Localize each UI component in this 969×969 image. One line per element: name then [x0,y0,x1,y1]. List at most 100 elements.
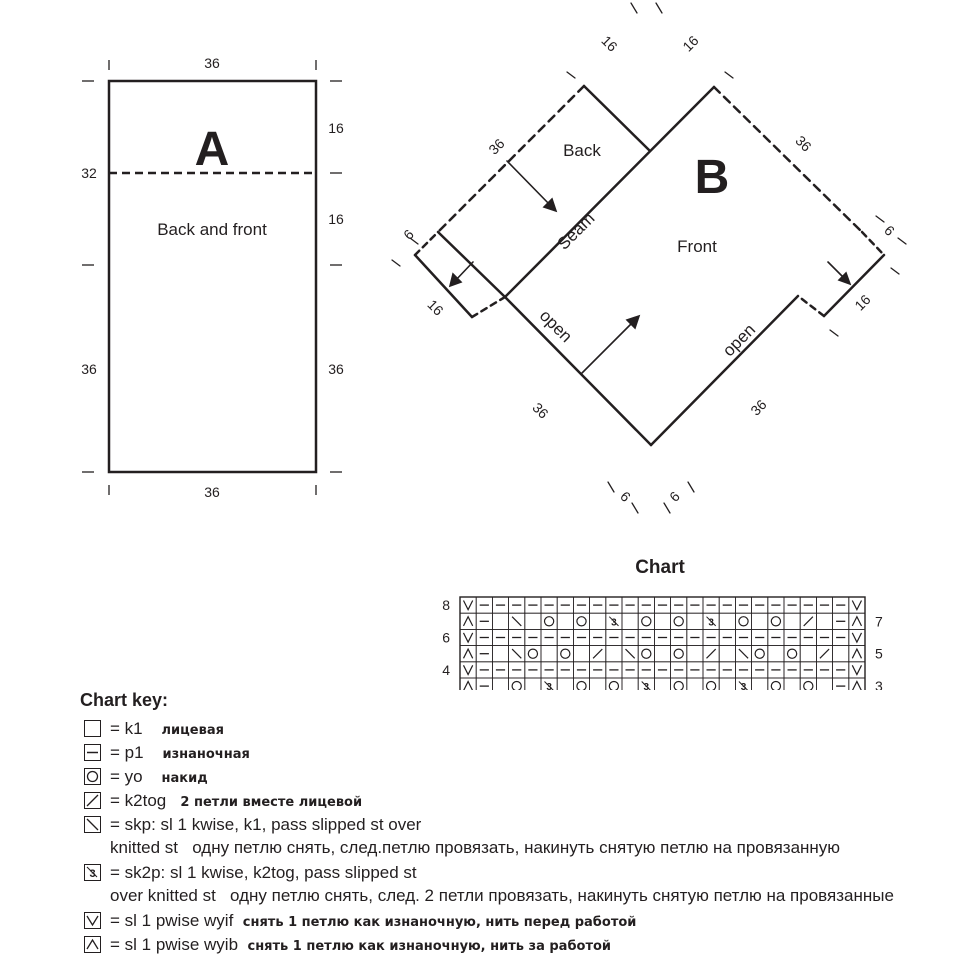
chart-cell [540,596,558,614]
chart-cell [735,645,753,663]
b-edge-lower-left [503,295,653,447]
chart-cell [816,612,834,630]
key-text-p1: = p1 [110,743,144,762]
svg-text:3: 3 [611,617,617,628]
dim-b-foot-right: 6 [666,488,683,505]
chart-cell [767,612,785,630]
chart-cell [475,629,493,647]
chart-cell [702,661,720,679]
key-ru-sk2p: одну петлю снять, след. 2 петли провязат… [230,886,894,905]
dim-a-right-top: 16 [328,120,344,136]
chart-cell [735,612,753,630]
chart-cell [848,645,866,663]
chart-cell [670,645,688,663]
chart-border [459,596,866,690]
chart-cell [670,596,688,614]
piece-b-letter: B [695,151,730,204]
key-row-sk2p: 3 = sk2p: sl 1 kwise, k2tog, pass slippe… [80,862,960,886]
key-text-skp-cont: knitted st [110,838,179,857]
key-text-skp: = skp: sl 1 kwise, k1, pass slipped st o… [110,815,422,834]
dim-b-edge-upper-left: 36 [485,135,507,157]
chart-cell: 3 [735,677,753,690]
chart-cell [848,629,866,647]
chart-cell [573,629,591,647]
chart-cell [848,596,866,614]
chart-cell [508,596,526,614]
chart-cell [540,612,558,630]
b-left-flap-top [413,230,440,257]
chart-cell [735,596,753,614]
key-text-sk2p: = sk2p: sl 1 kwise, k2tog, pass slipped … [110,863,417,882]
key-text-k1: = k1 [110,719,143,738]
chart-cell [589,661,607,679]
chart-cell [751,661,769,679]
chart-row-number-right: 3 [875,678,883,690]
chart-cell [832,645,850,663]
key-row-k2tog: = k2tog 2 петли вместе лицевой [80,790,960,814]
chart-cell [670,661,688,679]
chart-row-number-left: 6 [442,630,450,646]
chart-cell [540,645,558,663]
b-seam-line [503,85,716,299]
dim-b-bottom-left: 36 [529,399,551,421]
chart-cell [751,677,769,690]
dim-a-right-mid: 16 [328,211,344,227]
chart-cell [605,645,623,663]
chart-row-number-right: 5 [875,646,883,662]
chart-cell [475,596,493,614]
chart-cell [816,677,834,690]
chart-cell [751,629,769,647]
key-text-yo: = yo [110,767,143,786]
chart-cell [573,612,591,630]
chart-cell [459,661,477,679]
chart-cell [589,596,607,614]
chart-cell [735,661,753,679]
chart-cell [508,661,526,679]
chart-cell [654,677,672,690]
dim-b-top-left: 16 [598,32,620,54]
chart-cell [783,645,801,663]
chart-cell [767,677,785,690]
chart-cell [637,596,655,614]
chart-cell [799,677,817,690]
arrow-right-head [837,271,852,286]
chart-cell [637,661,655,679]
piece-b: 16 16 36 36 6 16 6 16 36 36 6 6 B Back F… [391,2,907,514]
dim-b-left-side: 16 [424,296,446,318]
dim-a-left-upper: 32 [81,165,97,181]
p1-symbol-icon [84,744,101,761]
chart-cell [605,661,623,679]
b-right-flap-top [860,230,886,257]
chart-cell [783,661,801,679]
chart-cell [621,612,639,630]
dim-a-top: 36 [204,55,220,71]
chart-key-title: Chart key: [80,690,169,710]
chart-cell [767,629,785,647]
b-edge-lower-right [649,294,800,447]
chart-cell: 3 [605,612,623,630]
chart-cell [799,612,817,630]
dim-b-bottom-right: 36 [747,396,769,418]
chart-cell [540,629,558,647]
key-row-k1: = k1 лицевая [80,718,960,742]
chart-cell [491,677,509,690]
dim-a-right-bottom: 36 [328,361,344,377]
dim-b-foot-left: 6 [617,488,634,505]
chart-cell [508,629,526,647]
piece-b-open-left: open [536,306,576,346]
chart-cell [848,612,866,630]
chart-title: Chart [635,557,685,578]
chart-cell [783,677,801,690]
chart-cell [686,612,704,630]
dim-b-edge-upper-right: 36 [792,132,814,154]
chart-cell [686,677,704,690]
chart-cell [799,596,817,614]
piece-a: 36 36 32 36 16 16 36 A Back and front [81,55,344,500]
chart-cell [621,661,639,679]
chart-key: Chart key: = k1 лицевая = p1 изнаночная … [80,690,960,958]
chart-cell [702,629,720,647]
wyib-symbol-icon [84,936,101,953]
key-row-wyib: = sl 1 pwise wyib снять 1 петлю как изна… [80,934,960,958]
chart-cell [832,629,850,647]
dim-b-top-right: 16 [679,32,701,54]
